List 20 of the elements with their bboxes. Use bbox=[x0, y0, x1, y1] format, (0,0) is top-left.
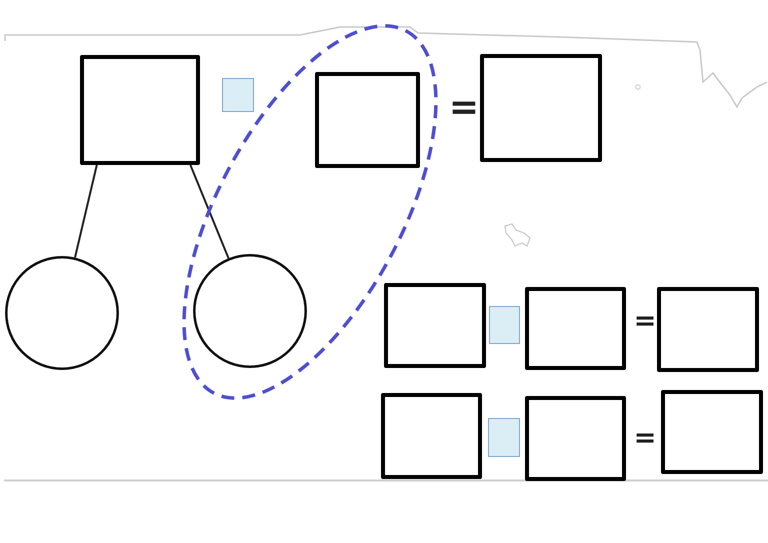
connector-line bbox=[189, 164, 230, 259]
answer-box bbox=[381, 393, 482, 479]
equals-sign: = bbox=[634, 424, 656, 452]
answer-circle bbox=[5, 256, 119, 370]
operator-box bbox=[489, 306, 520, 344]
answer-box bbox=[525, 287, 626, 370]
answer-box bbox=[384, 283, 486, 368]
answer-box bbox=[480, 54, 602, 162]
answer-box bbox=[657, 287, 759, 372]
answer-box bbox=[315, 72, 420, 168]
answer-box bbox=[525, 396, 626, 481]
equals-sign: = bbox=[448, 90, 480, 126]
connector-line bbox=[74, 164, 98, 258]
operator-box bbox=[488, 418, 520, 457]
highlight-ellipse bbox=[182, 24, 438, 400]
answer-box bbox=[80, 55, 200, 165]
equals-sign: = bbox=[634, 308, 656, 334]
operator-box bbox=[222, 78, 254, 112]
answer-circle bbox=[193, 254, 307, 368]
answer-box bbox=[661, 390, 763, 474]
